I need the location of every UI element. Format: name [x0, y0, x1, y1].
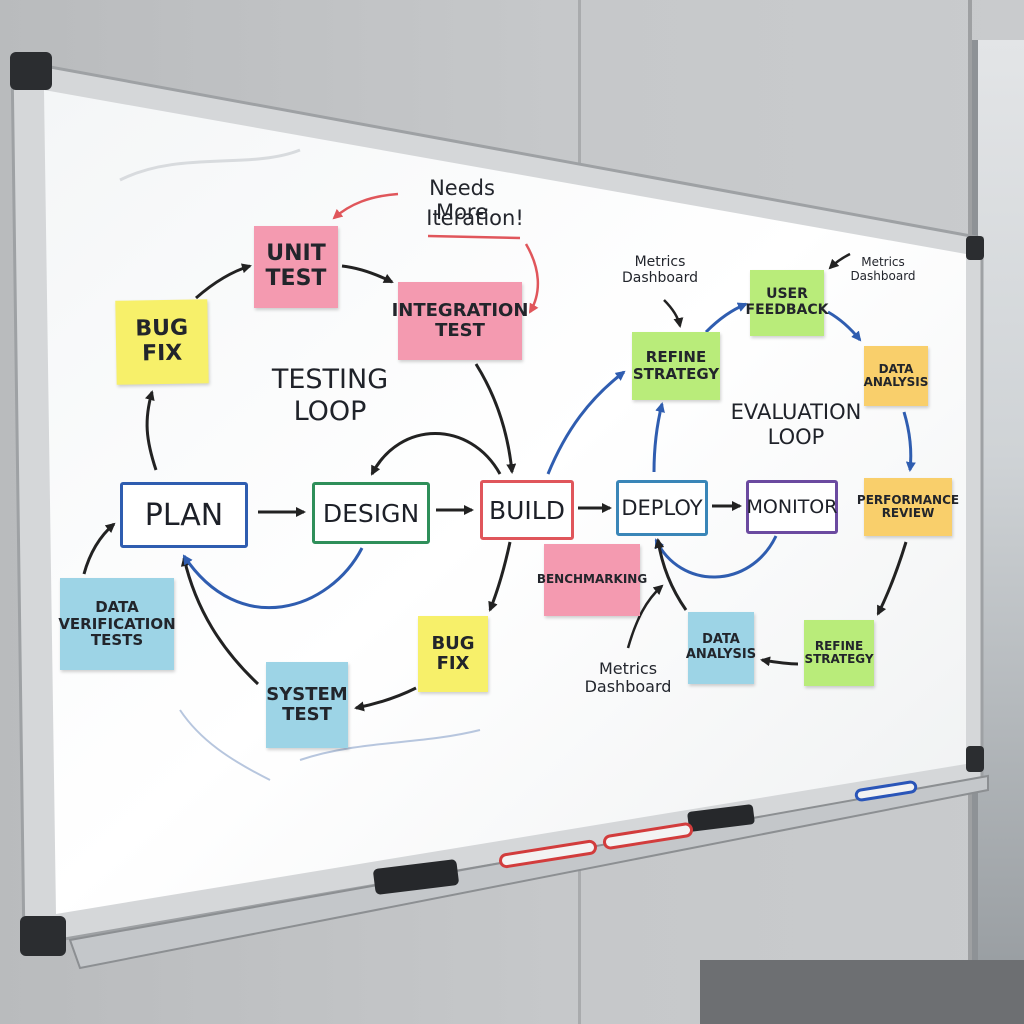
label-metrics-dashboard-3: Metrics Dashboard: [584, 659, 672, 697]
floor: [700, 960, 1024, 1024]
stage-monitor[interactable]: MONITOR: [746, 480, 838, 534]
blue-arrow-refine-to-user-feedback: [704, 302, 748, 334]
arrow-system-test-to-plan: [180, 556, 260, 686]
eraser-left[interactable]: [373, 859, 460, 895]
blue-arrow-build-to-refine: [546, 370, 626, 475]
blue-arrow-deploy-to-refine: [652, 402, 665, 473]
blue-arrow-feedback-to-data-analysis: [827, 310, 862, 342]
stage-plan[interactable]: PLAN: [120, 482, 248, 548]
red-arrow-needs-iteration-right: [524, 243, 540, 314]
arrow-dvt-to-plan: [82, 522, 116, 575]
note-data-verification-tests[interactable]: DATA VERIFICATION TESTS: [58, 578, 176, 670]
label-metrics-dashboard-2: Metrics Dashboard: [850, 255, 916, 283]
stage-build[interactable]: BUILD: [480, 480, 574, 540]
eraser-right[interactable]: [687, 804, 755, 832]
annotation-needs-more: Needs More: [429, 176, 495, 225]
evaluation-loop-label: EVALUATION LOOP: [730, 400, 862, 450]
blue-arrow-monitor-deploy-loop: [654, 535, 778, 579]
marker-red[interactable]: [499, 839, 597, 869]
note-integration-test[interactable]: INTEGRATION TEST: [392, 282, 528, 360]
note-user-feedback[interactable]: USER FEEDBACK: [746, 270, 828, 336]
arrow-metrics-to-refine: [663, 299, 684, 328]
marker-blue[interactable]: [854, 780, 918, 802]
note-system-test[interactable]: SYSTEM TEST: [266, 662, 348, 748]
frame-corner-tl: [10, 52, 52, 90]
stage-design[interactable]: DESIGN: [312, 482, 430, 544]
note-data-analysis-right[interactable]: DATA ANALYSIS: [864, 346, 928, 406]
arrow-metrics-to-deploy: [626, 584, 664, 649]
blue-arrow-analysis-to-performance: [902, 411, 916, 472]
arrow-build-to-design-loop: [370, 432, 502, 476]
arrow-refine-to-data-analysis: [760, 656, 799, 667]
note-performance-review[interactable]: PERFORMANCE REVIEW: [857, 478, 959, 536]
arrow-unit-test-to-integration: [341, 264, 394, 284]
note-bug-fix-bottom[interactable]: BUG FIX: [418, 616, 488, 692]
arrow-bug-fix-to-system-test: [354, 686, 417, 712]
note-unit-test[interactable]: UNIT TEST: [254, 226, 338, 308]
arrow-build-to-bug-fix: [488, 541, 512, 612]
frame-corner-br: [966, 746, 984, 772]
frame-corner-bl: [20, 916, 66, 956]
board-smudge: [119, 148, 301, 182]
arrow-integration-to-build: [474, 363, 517, 474]
arrow-metrics-to-feedback: [828, 252, 851, 270]
blue-arrow-design-plan-loop: [182, 547, 364, 610]
note-bug-fix-top[interactable]: BUG FIX: [115, 299, 209, 385]
note-refine-strategy-bottom[interactable]: REFINE STRATEGY: [804, 620, 874, 686]
arrow-bug-fix-to-unit-test: [195, 263, 252, 300]
frame-corner-tr: [966, 236, 984, 260]
marker-red-blue[interactable]: [602, 822, 694, 850]
annotation-iteration: Iteration!: [426, 206, 524, 230]
red-underline: [427, 234, 521, 240]
label-metrics-dashboard-1: Metrics Dashboard: [622, 254, 698, 287]
stage-deploy[interactable]: DEPLOY: [616, 480, 708, 536]
arrow-plan-to-bug-fix: [144, 390, 158, 471]
note-benchmarking[interactable]: BENCHMARKING: [537, 544, 647, 616]
testing-loop-label: TESTING LOOP: [271, 364, 389, 428]
red-arrow-needs-iteration-left: [332, 192, 399, 220]
arrow-performance-to-refine: [876, 541, 908, 616]
note-refine-strategy-top[interactable]: REFINE STRATEGY: [632, 332, 720, 400]
note-data-analysis-bottom[interactable]: DATA ANALYSIS: [686, 612, 756, 684]
arrow-analysis-to-deploy: [654, 538, 688, 611]
board-smudge: [179, 709, 481, 781]
